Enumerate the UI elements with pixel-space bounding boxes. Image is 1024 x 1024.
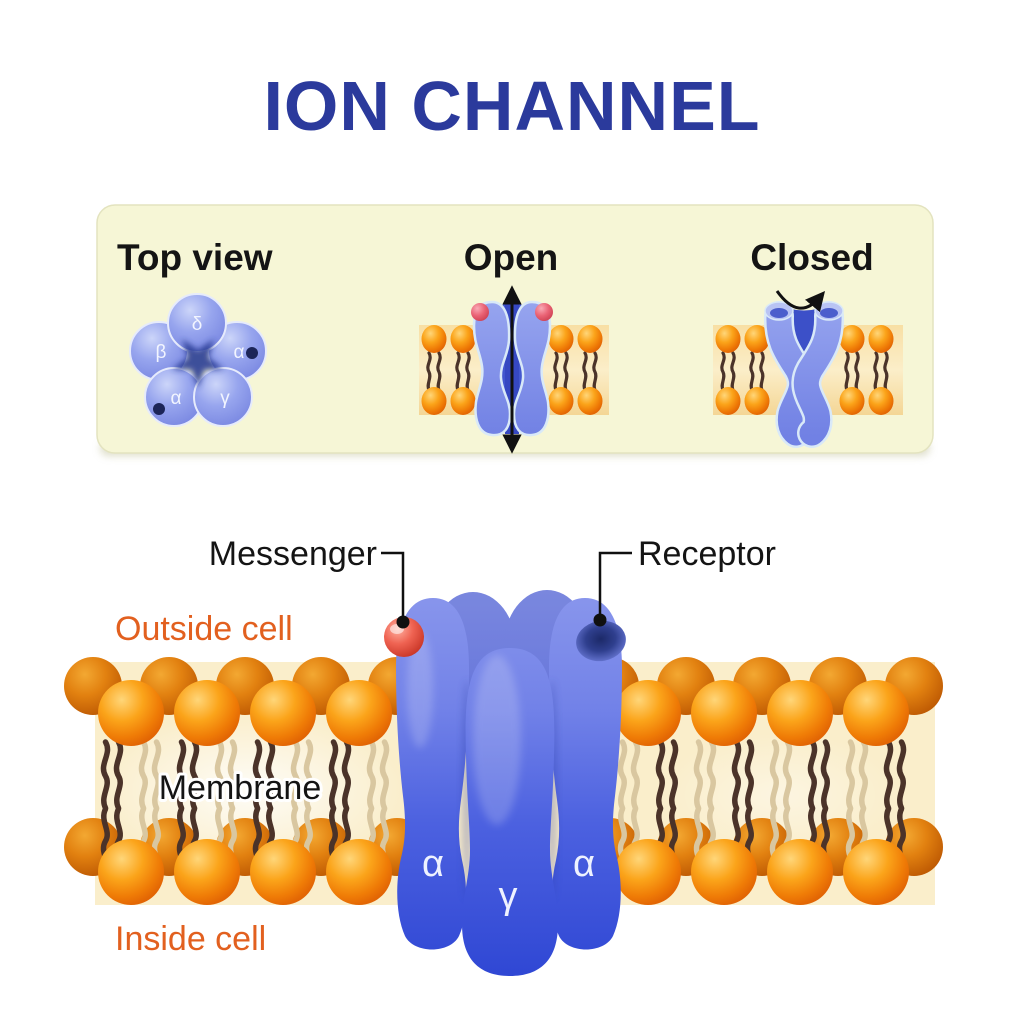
receptor-leader-line — [598, 551, 632, 616]
top-view-heading: Top view — [117, 237, 273, 278]
membrane-label: Membrane — [159, 769, 322, 807]
closed-left-rim-opening — [770, 308, 788, 318]
subunit-gamma-label: γ — [220, 388, 230, 409]
states-panel: Top view Open Closed δ β α α γ — [96, 204, 934, 456]
receptor-leader-dot — [593, 613, 607, 627]
open-channel-diagram — [419, 285, 609, 454]
closed-halves — [763, 301, 845, 448]
messenger-leader-line — [381, 551, 405, 618]
messenger-label: Messenger — [209, 535, 377, 573]
receptor-label: Receptor — [638, 535, 776, 573]
closed-heading: Closed — [750, 237, 873, 278]
callouts: Messenger Receptor Outside cell Inside c… — [115, 535, 776, 958]
binding-site-dot-right — [246, 347, 258, 359]
subunit-alpha-bottom-label: α — [171, 388, 182, 409]
subunit-alpha-right-label: α — [234, 342, 245, 363]
central-pore-star — [172, 339, 224, 388]
messenger-leader-dot — [396, 615, 410, 629]
channel-protein: α γ α — [384, 590, 626, 976]
subunit-gamma-label-big: γ — [499, 875, 518, 917]
closed-channel-diagram — [713, 290, 903, 448]
top-view-pentamer: δ β α α γ — [129, 293, 267, 427]
open-messenger-cap-right — [535, 303, 553, 321]
subunit-alpha-right-label: α — [573, 843, 595, 885]
subunit-gamma-sphere — [193, 367, 253, 427]
closed-right-rim-opening — [820, 308, 838, 318]
subunit-beta-label: β — [156, 342, 167, 363]
inside-cell-label: Inside cell — [115, 920, 266, 958]
open-heading: Open — [464, 237, 559, 278]
subunit-delta-label: δ — [192, 314, 203, 335]
membrane-cross-section: Membrane α γ α Messenge — [64, 535, 943, 976]
page-title: ION CHANNEL — [263, 67, 760, 145]
subunit-alpha-left-label: α — [422, 843, 444, 885]
receptor-site — [576, 620, 626, 662]
outside-cell-label: Outside cell — [115, 610, 293, 648]
blocked-ion-arrow-icon — [775, 290, 826, 313]
binding-site-dot-bottom — [153, 403, 165, 415]
open-messenger-cap-left — [471, 303, 489, 321]
